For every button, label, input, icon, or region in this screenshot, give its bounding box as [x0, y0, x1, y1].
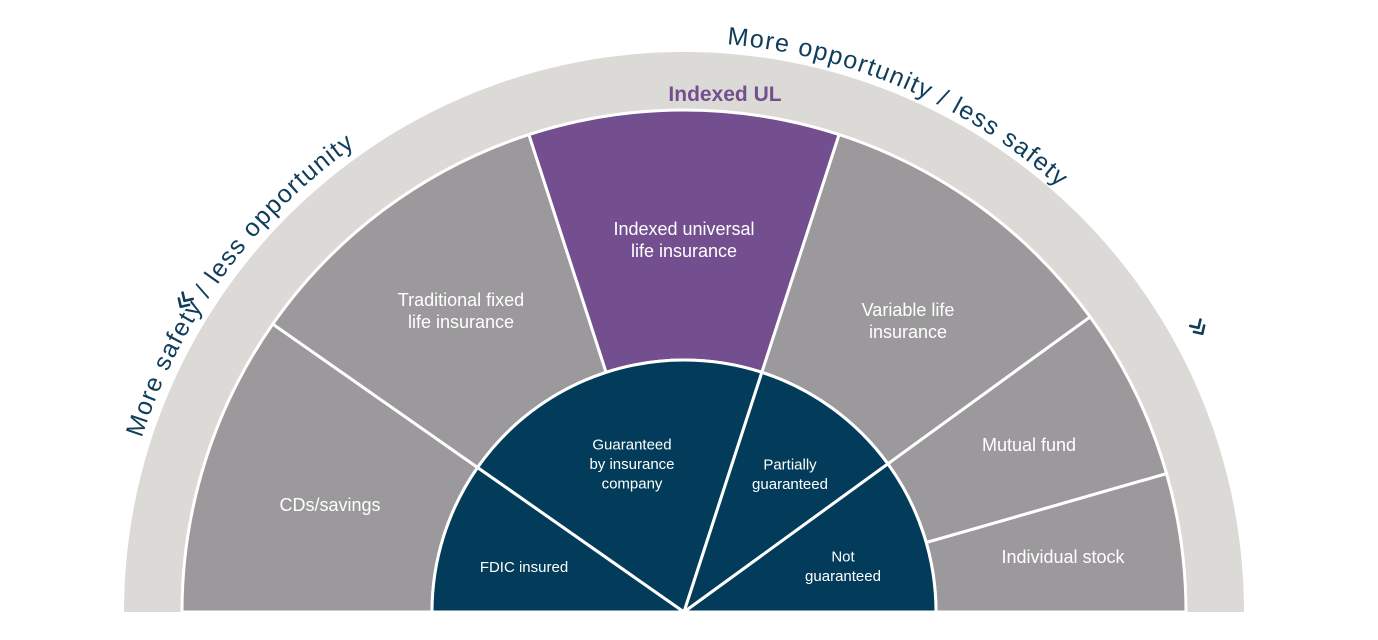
- label-traditional-fixed-line: Traditional fixed: [398, 290, 524, 310]
- label-individual-stock: Individual stock: [1001, 547, 1125, 567]
- label-not-guaranteed: Not guaranteed: [805, 548, 881, 585]
- label-guaranteed-insurance-line: Guaranteed: [592, 437, 671, 454]
- label-partially-guaranteed: Partially guaranteed: [752, 456, 828, 493]
- label-indexed-universal-line: Indexed universal: [613, 219, 754, 239]
- inner-segments: FDIC insured Guaranteed by insurance compan…: [430, 358, 938, 616]
- label-guaranteed-insurance: Guaranteed by insurance company: [589, 437, 674, 493]
- label-fdic-insured-line: FDIC insured: [480, 559, 568, 576]
- segment-guaranteed-insurance: [475, 358, 764, 615]
- label-cds-savings: CDs/savings: [279, 495, 380, 515]
- label-traditional-fixed-line: life insurance: [408, 312, 514, 332]
- label-mutual-fund-line: Mutual fund: [982, 435, 1076, 455]
- double-chevron-left-icon: [177, 291, 195, 309]
- segment-not-guaranteed: [679, 461, 938, 614]
- label-variable-life-line: Variable life: [862, 300, 955, 320]
- label-guaranteed-insurance-line: company: [602, 476, 663, 493]
- label-partially-guaranteed-line: Partially: [763, 456, 817, 473]
- outer-band: [124, 52, 1244, 612]
- label-partially-guaranteed-line: guaranteed: [752, 476, 828, 493]
- label-fdic-insured: FDIC insured: [480, 559, 568, 576]
- indexed-ul-band-label: Indexed UL: [668, 83, 781, 106]
- double-chevron-right-icon: [1188, 318, 1206, 336]
- label-not-guaranteed-line: guaranteed: [805, 568, 881, 585]
- label-not-guaranteed-line: Not: [831, 548, 855, 565]
- label-mutual-fund: Mutual fund: [982, 435, 1076, 455]
- label-guaranteed-insurance-line: by insurance: [589, 456, 674, 473]
- label-cds-savings-line: CDs/savings: [279, 495, 380, 515]
- label-individual-stock-line: Individual stock: [1001, 547, 1125, 567]
- label-indexed-universal-line: life insurance: [631, 241, 737, 261]
- label-variable-life-line: insurance: [869, 322, 947, 342]
